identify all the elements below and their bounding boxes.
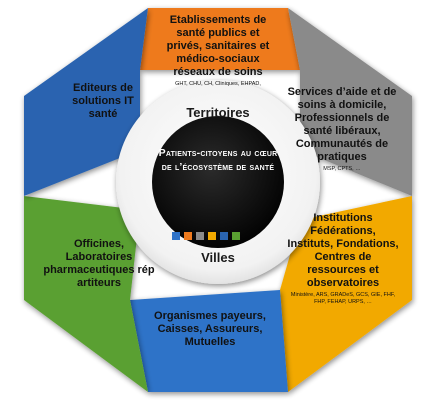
color-dot (196, 232, 204, 240)
institutions-title: Institutions Fédérations, Instituts, Fon… (287, 212, 399, 289)
color-dot (220, 232, 228, 240)
segment-label-editeurs: Editeurs de solutions IT santé (58, 82, 148, 121)
color-dot (232, 232, 240, 240)
color-dot (208, 232, 216, 240)
etablissements-title: Etablissements de santé publics et privé… (166, 14, 270, 78)
color-dot (172, 232, 180, 240)
officines-title: Officines, Laboratoires pharmaceutiques … (43, 238, 155, 289)
services-sub: MSP, CPTS, … (323, 166, 361, 172)
segment-etablissements (140, 8, 300, 70)
institutions-sub: Ministère, ARS, GRADeS, GCS, GIE, FHF, F… (290, 292, 396, 305)
color-dots (172, 232, 240, 240)
segment-label-officines: Officines, Laboratoires pharmaceutiques … (40, 238, 158, 290)
segment-services (288, 8, 412, 196)
services-title: Services d’aide et de soins à domicile, … (287, 86, 397, 163)
segment-label-etablissements: Etablissements de santé publics et privé… (158, 14, 278, 88)
core-title: Patients-citoyens au cœur de l’écosystèm… (158, 147, 278, 173)
segment-label-services: Services d’aide et de soins à domicile, … (286, 86, 398, 173)
segment-organismes (130, 290, 288, 392)
organismes-title: Organismes payeurs, Caisses, Assureurs, … (154, 310, 266, 348)
editeurs-title: Editeurs de solutions IT santé (72, 82, 134, 120)
core-circle (152, 116, 284, 248)
segment-institutions (280, 196, 412, 392)
segment-officines (24, 196, 148, 392)
ring-label-territoires: Territoires (186, 105, 250, 120)
segment-label-organismes: Organismes payeurs, Caisses, Assureurs, … (150, 310, 270, 349)
segment-editeurs (24, 8, 148, 196)
ring-label-villes: Villes (201, 250, 235, 265)
color-dot (184, 232, 192, 240)
etablissements-sub: GHT, CHU, CH, Cliniques, EHPAD, (175, 81, 261, 87)
segment-label-institutions: Institutions Fédérations, Instituts, Fon… (286, 212, 400, 306)
